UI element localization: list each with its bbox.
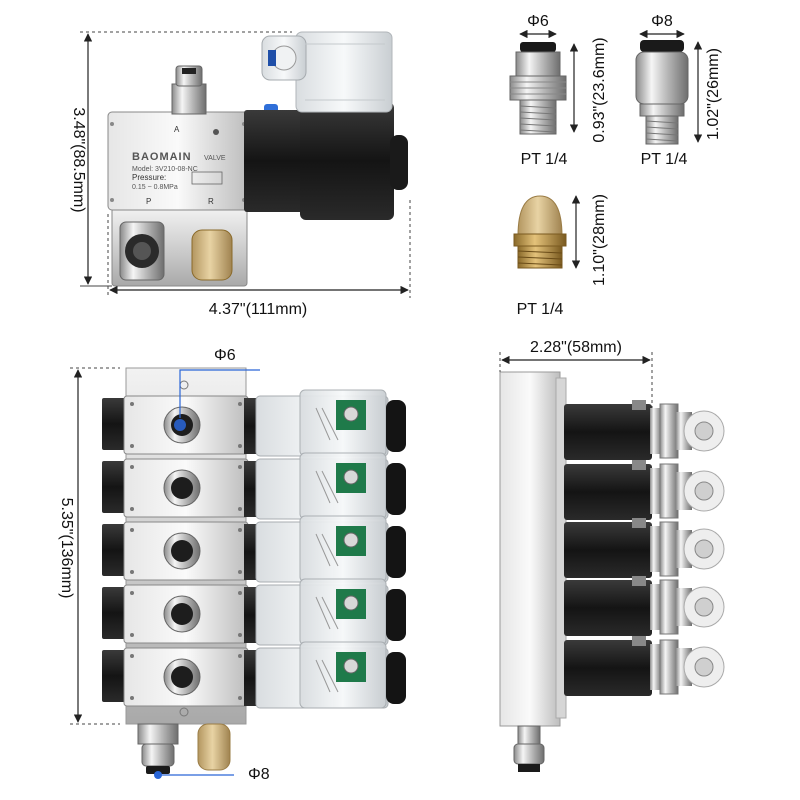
brand-label: BAOMAIN [132, 151, 192, 163]
manifold-depth-dimension: 2.28"(58mm) [499, 339, 653, 408]
manifold-outlet-diameter: Φ6 [214, 347, 236, 364]
pressure-range-label: 0.15 ~ 0.8MPa [132, 184, 178, 191]
fitting-6mm: Φ6 0.93"(23.6mm) PT 1/4 [509, 13, 608, 168]
manifold-front: Φ6 Φ8 [101, 347, 407, 783]
fitting-6mm-length: 0.93"(23.6mm) [591, 37, 608, 142]
port-a-label: A [174, 125, 180, 134]
fitting-6mm-thread: PT 1/4 [521, 151, 568, 168]
muffler-thread: PT 1/4 [517, 301, 564, 318]
manifold-height-label: 5.35"(136mm) [58, 498, 75, 599]
fitting-8mm-diameter: Φ8 [651, 13, 673, 30]
manifold-height-dimension: 5.35"(136mm) [58, 367, 120, 725]
port-p-label: P [146, 197, 151, 206]
fitting-8mm-thread: PT 1/4 [641, 151, 688, 168]
fitting-8mm: Φ8 1.02"(26mm) PT 1/4 [635, 13, 722, 168]
manifold-side [499, 371, 725, 772]
manifold-inlet-diameter: Φ8 [248, 766, 270, 783]
manifold-depth-label: 2.28"(58mm) [530, 339, 622, 356]
fitting-8mm-length: 1.02"(26mm) [705, 48, 722, 140]
fitting-6mm-diameter: Φ6 [527, 13, 549, 30]
valve-type-label: VALVE [204, 155, 226, 162]
port-r-label: R [208, 197, 214, 206]
valve-symbol-icon [191, 171, 223, 185]
muffler-length: 1.10"(28mm) [591, 194, 608, 286]
valve-height-label: 3.48"(88.5mm) [70, 107, 87, 212]
single-valve: A BAOMAIN VALVE Model: 3V210-08-NC Press… [107, 31, 408, 287]
muffler: 1.10"(28mm) PT 1/4 [513, 194, 608, 318]
pressure-label: Pressure: [132, 173, 166, 182]
valve-width-label: 4.37"(111mm) [209, 301, 307, 318]
model-label: Model: 3V210-08-NC [132, 166, 198, 173]
valve-dimensions: 3.48"(88.5mm) 4.37"(111mm) [70, 31, 411, 318]
